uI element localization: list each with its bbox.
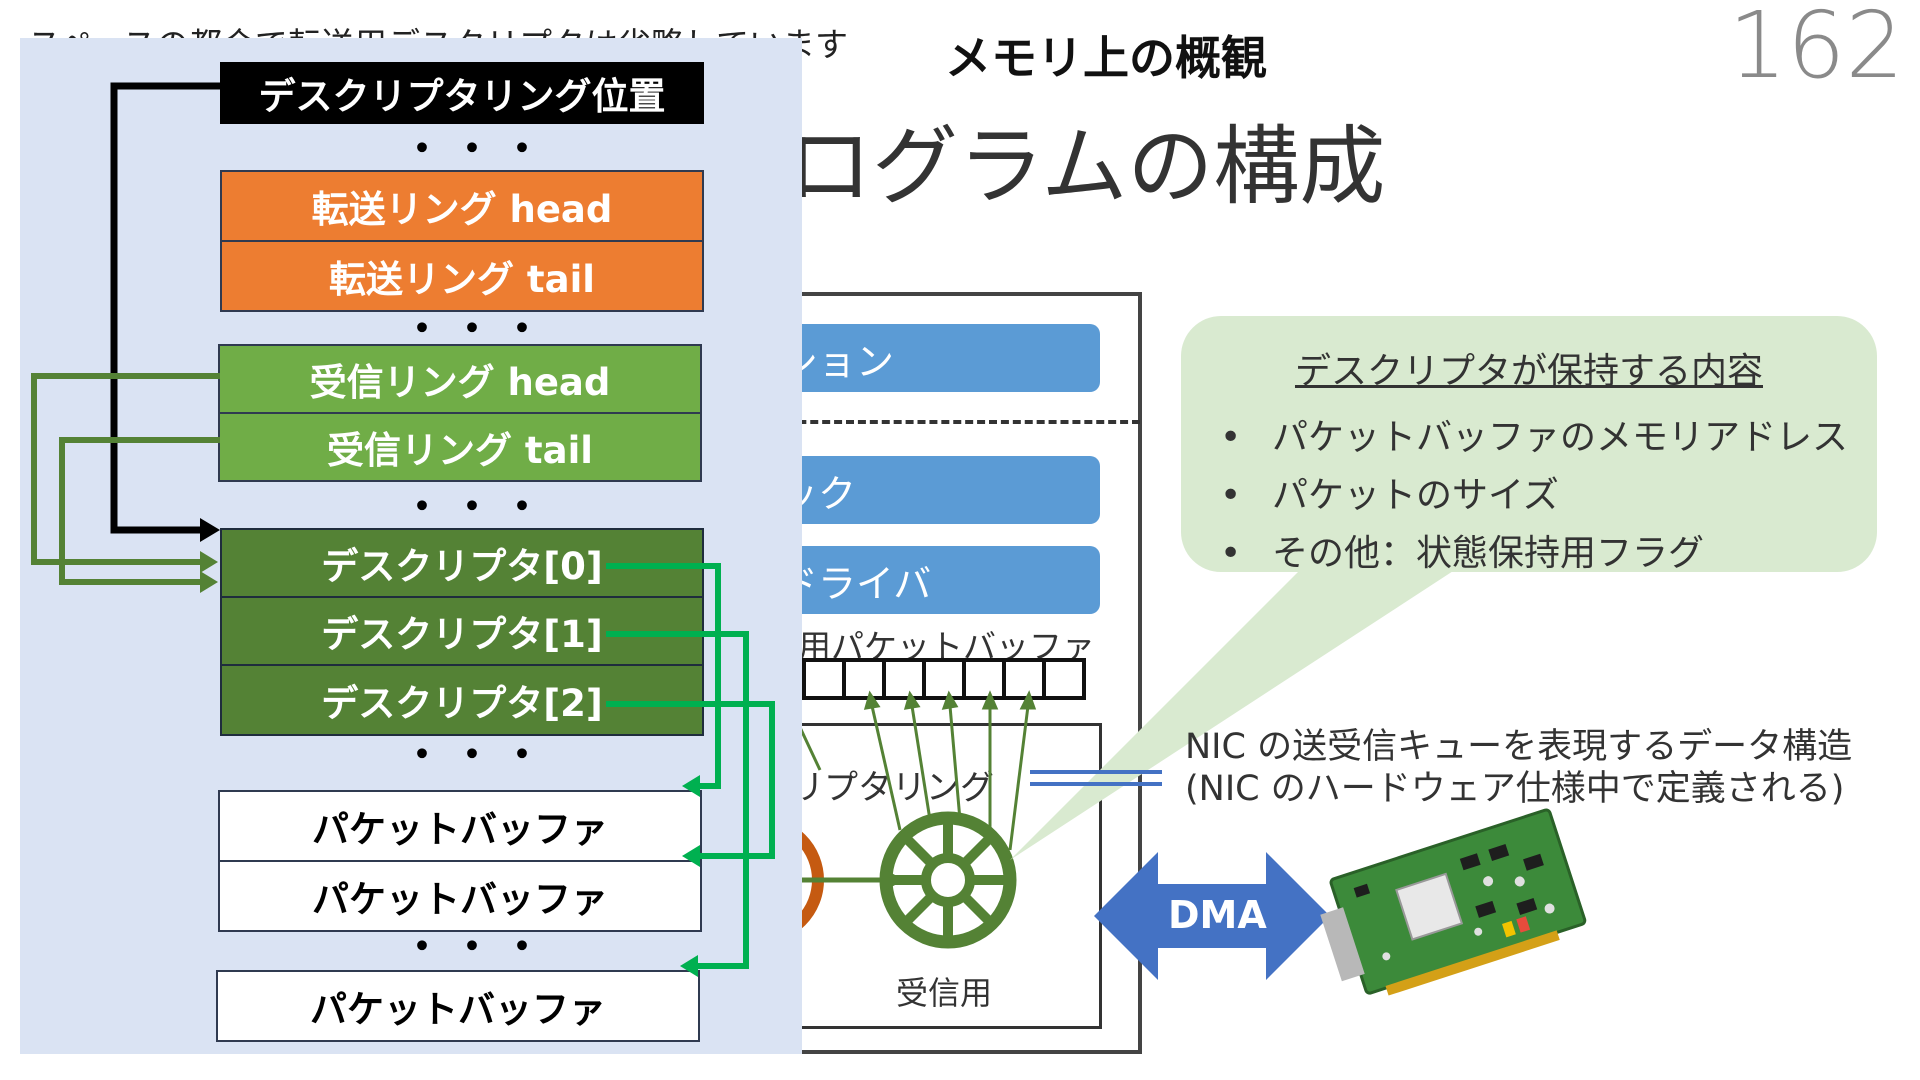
nic-card-icon — [1320, 808, 1587, 996]
descriptor1-buffer-pointer — [606, 631, 749, 969]
memory-layout-panel: デスクリプタリング位置 ・・・ 転送リング head 転送リング tail ・・… — [20, 38, 802, 1054]
memory-overview-title: メモリ上の概観 — [945, 31, 1267, 85]
descriptor0-buffer-pointer — [606, 563, 721, 789]
nic-description-line2: (NIC のハードウェア仕様中で定義される) — [1185, 769, 1845, 809]
descriptor2-buffer-pointer — [606, 701, 775, 859]
descriptor-0: デスクリプタ[0] — [220, 528, 704, 598]
nic-description-line1: NIC の送受信キューを表現するデータ構造 — [1185, 727, 1853, 767]
descriptor-1: デスクリプタ[1] — [220, 596, 704, 666]
driver-label: ドライバ — [780, 561, 932, 606]
kernel-boundary-line — [560, 420, 1140, 424]
callout-item: パケットバッファのメモリアドレス — [1220, 408, 1848, 460]
tx-ring-head: 転送リング head — [220, 170, 704, 242]
ring-position-pointer — [110, 82, 220, 534]
ellipsis: ・・・ — [402, 732, 552, 778]
callout-item: パケットのサイズ — [1220, 466, 1848, 518]
rx-tail-pointer — [59, 437, 220, 585]
dma-arrow — [1094, 852, 1330, 980]
ellipsis: ・・・ — [402, 126, 552, 172]
descriptor-2: デスクリプタ[2] — [220, 664, 704, 736]
descriptor-ring-position: デスクリプタリング位置 — [220, 62, 704, 124]
main-title: プログラムの構成 — [700, 117, 1386, 217]
buffer-cell — [1042, 658, 1086, 700]
packet-buffer-2: パケットバッファ — [218, 860, 702, 932]
callout-list: パケットバッファのメモリアドレス パケットのサイズ その他：状態保持用フラグ — [1220, 408, 1848, 582]
rx-head-pointer — [31, 373, 220, 565]
packet-buffer-1: パケットバッファ — [218, 790, 702, 862]
nic-description: NIC の送受信キューを表現するデータ構造 (NIC のハードウェア仕様中で定義… — [1185, 726, 1852, 810]
page-number: 162 — [1728, 0, 1904, 99]
dma-label: DMA — [1168, 893, 1267, 937]
callout-item: その他：状態保持用フラグ — [1220, 524, 1848, 576]
packet-buffer-3: パケットバッファ — [216, 970, 700, 1042]
tx-ring-tail: 転送リング tail — [220, 240, 704, 312]
buffer-cell — [842, 658, 886, 700]
packet-buffer-cells — [802, 658, 1086, 700]
receive-label: 受信用 — [896, 974, 993, 1012]
buffer-cell — [962, 658, 1006, 700]
rx-ring-tail: 受信リング tail — [218, 412, 702, 482]
buffer-cell — [1002, 658, 1046, 700]
buffer-cell — [882, 658, 926, 700]
rx-ring-head: 受信リング head — [218, 344, 702, 414]
ellipsis: ・・・ — [402, 484, 552, 530]
callout-heading: デスクリプタが保持する内容 — [1294, 351, 1763, 392]
ellipsis: ・・・ — [402, 924, 552, 970]
